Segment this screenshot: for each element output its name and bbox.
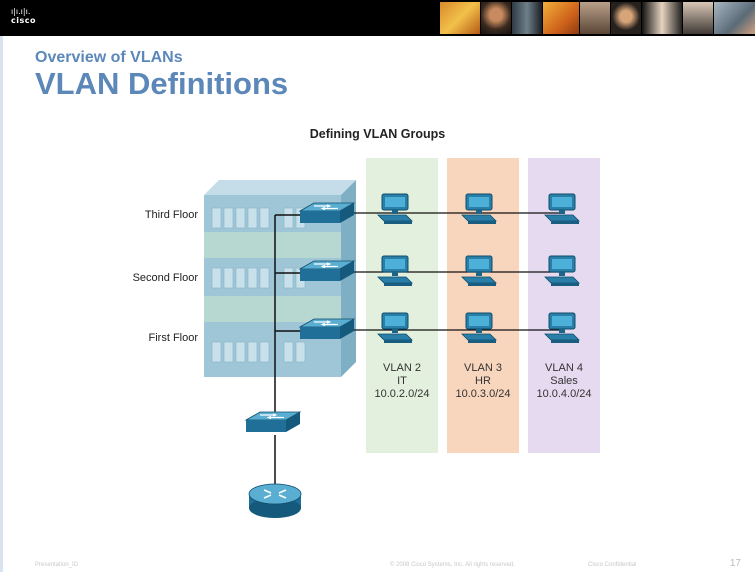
- header-bar: ı|ı.ı|ı. cisco: [0, 0, 755, 36]
- photo-tile: [683, 2, 713, 34]
- pc-icon: [544, 255, 580, 287]
- pc-icon: [461, 255, 497, 287]
- photo-tile: [543, 2, 579, 34]
- photo-tile: [580, 2, 610, 34]
- diagram-title: Defining VLAN Groups: [309, 127, 446, 141]
- photo-tile: [611, 2, 641, 34]
- cisco-logo-text: cisco: [11, 16, 36, 25]
- left-accent-line: [0, 36, 3, 572]
- pc-icon: [461, 312, 497, 344]
- photo-tile: [714, 2, 755, 34]
- cisco-logo-bars-icon: ı|ı.ı|ı.: [11, 7, 31, 16]
- router-icon: [248, 483, 302, 518]
- vlan-name: VLAN 4: [545, 362, 583, 374]
- vlan-subnet: 10.0.2.0/24: [374, 388, 430, 400]
- vlan-4-label: VLAN 4 Sales 10.0.4.0/24: [524, 362, 604, 401]
- vlan-dept: IT: [397, 375, 407, 387]
- slide-kicker: Overview of VLANs: [35, 49, 183, 66]
- footer-presentation-id: Presentation_ID: [35, 562, 79, 568]
- pc-icon: [377, 255, 413, 287]
- footer-confidential: Cisco Confidential: [588, 562, 637, 568]
- cisco-logo: ı|ı.ı|ı. cisco: [11, 8, 36, 26]
- floor-label-third: Third Floor: [144, 209, 198, 221]
- photo-tile: [481, 2, 511, 34]
- pc-icon: [377, 312, 413, 344]
- vlan-2-label: VLAN 2 IT 10.0.2.0/24: [362, 362, 442, 401]
- vlan-dept: Sales: [550, 375, 578, 387]
- pc-icon: [461, 193, 497, 225]
- core-switch-icon: [245, 411, 301, 433]
- page-number: 17: [729, 558, 741, 569]
- vlan-name: VLAN 2: [383, 362, 421, 374]
- pc-icon: [544, 312, 580, 344]
- header-photo-strip: [440, 2, 755, 34]
- vlan-dept: HR: [475, 375, 491, 387]
- pc-icon: [544, 193, 580, 225]
- photo-tile: [440, 2, 480, 34]
- vlan-subnet: 10.0.4.0/24: [536, 388, 592, 400]
- pc-icon: [377, 193, 413, 225]
- photo-tile: [642, 2, 682, 34]
- slide-title: VLAN Definitions: [35, 66, 289, 101]
- floor-label-second: Second Floor: [132, 272, 198, 284]
- vlan-3-label: VLAN 3 HR 10.0.3.0/24: [443, 362, 523, 401]
- footer-copyright: © 2008 Cisco Systems, Inc. All rights re…: [390, 562, 515, 568]
- vlan-name: VLAN 3: [464, 362, 502, 374]
- floor-label-first: First Floor: [148, 332, 199, 344]
- photo-tile: [512, 2, 542, 34]
- vlan-subnet: 10.0.3.0/24: [455, 388, 511, 400]
